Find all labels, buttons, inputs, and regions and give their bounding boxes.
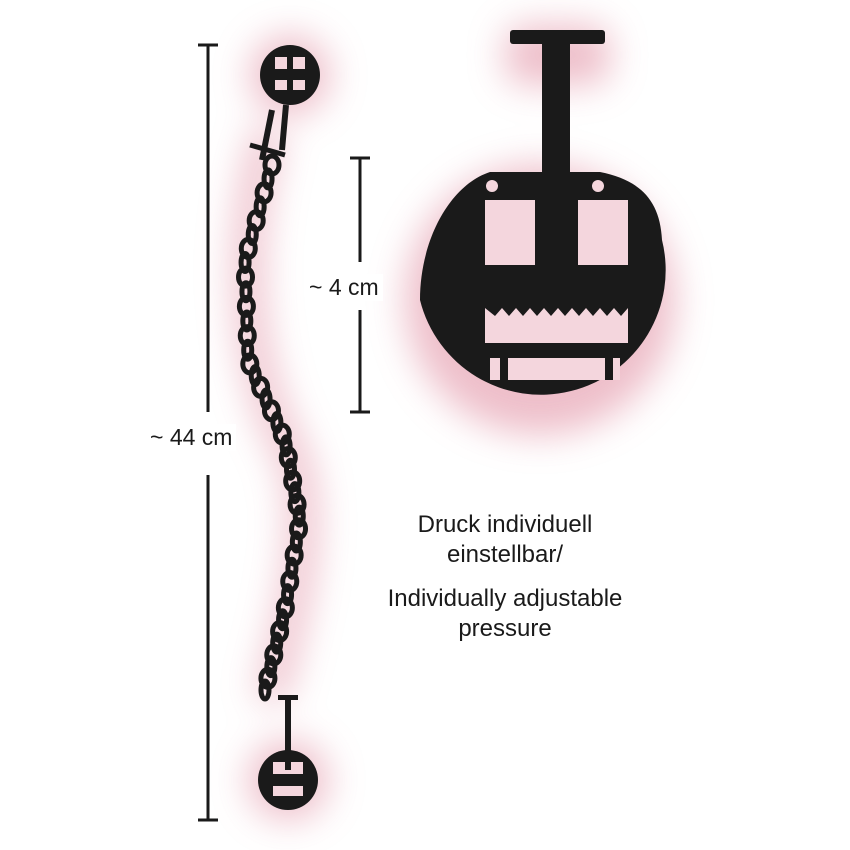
length-label: ~ 44 cm [146,424,237,451]
feature-description: Druck individuell einstellbar/ Individua… [320,510,690,644]
chain-link [270,631,284,655]
chain-link [258,678,272,702]
length-dimension-line [198,43,218,822]
chain [236,153,309,702]
pink-glow [233,25,675,820]
chain-link [241,338,255,362]
large-clamp-detail [420,30,666,395]
chain-link [239,280,253,304]
chain-link [264,655,278,679]
chain-link [276,608,290,632]
bottom-clamp [258,695,318,810]
chain-link [279,434,293,458]
chain-link [288,481,302,505]
top-clamp [249,45,320,161]
chain-link [292,504,306,528]
chain-link [285,556,299,580]
english-line-2: pressure [458,615,552,642]
clamp-dimension-line [350,156,370,414]
chain-link [240,309,254,333]
english-line-1: Individually adjustable [387,585,623,612]
clamp-height-label: ~ 4 cm [305,274,383,301]
chain-link [238,250,252,274]
german-line-2: einstellbar/ [446,541,564,568]
chain-link [283,457,297,481]
german-line-1: Druck individuell [417,511,593,538]
chain-link [289,530,303,554]
chain-link [281,583,295,607]
